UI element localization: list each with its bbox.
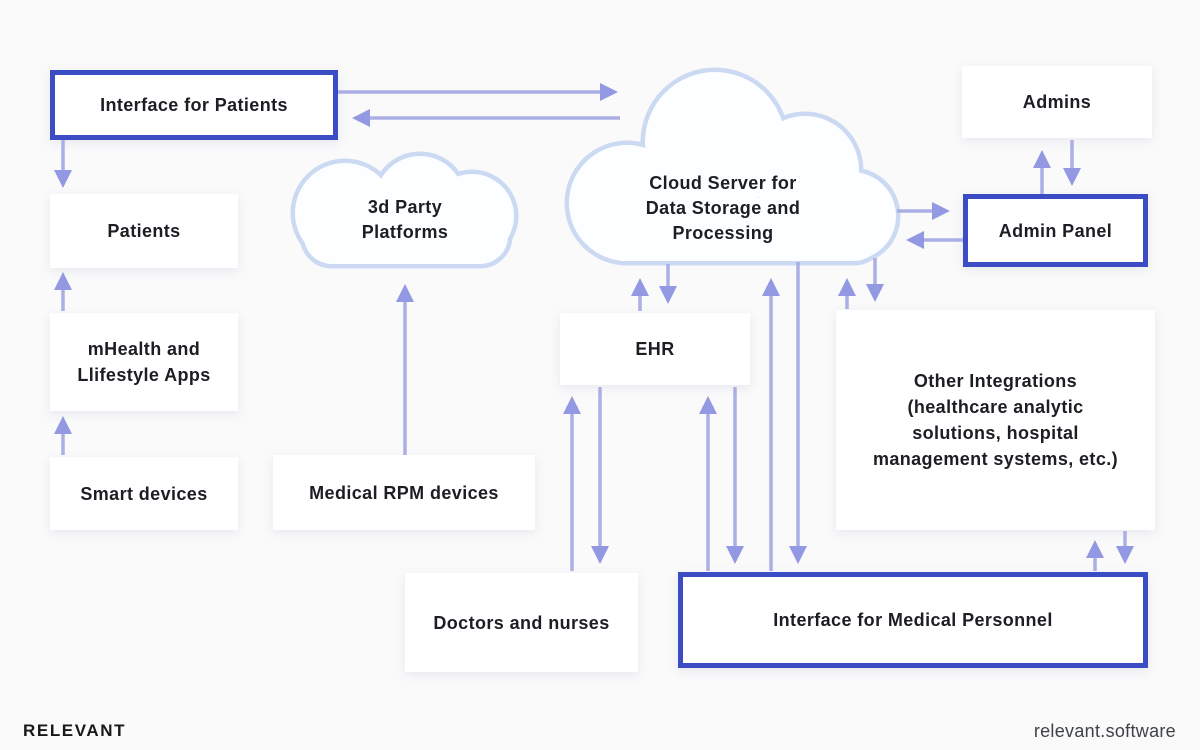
node-admins: Admins [962,66,1152,138]
arrow-doctors-to-ehr [563,396,581,571]
node-smart-devices: Smart devices [50,457,238,530]
arrow-admins-to-admin_panel [1063,140,1081,186]
arrow-admin_panel-to-admins [1033,150,1051,194]
arrow-ehr-to-cloud_server [631,278,649,311]
node-medical-rpm-devices: Medical RPM devices [273,455,535,530]
node-smart-devices-label: Smart devices [80,483,208,504]
node-other-integrations: Other Integrations (healthcare analytic … [836,310,1155,530]
node-admin-panel-label: Admin Panel [998,220,1113,241]
arrow-other_integrations-to-interface_medical [1116,531,1134,564]
node-medical-rpm-devices-label: Medical RPM devices [309,482,499,503]
node-patients-label: Patients [107,221,181,241]
node-mhealth-apps: mHealth and Llifestyle Apps [50,313,238,411]
node-ehr: EHR [560,313,750,385]
third-party-platforms-label: 3d Party Platforms [361,197,449,242]
node-interface-medical-personnel-label: Interface for Medical Personnel [773,610,1053,630]
relevant-logo: RELEVANT [23,721,127,740]
arrow-admin_panel-to-cloud_server [906,231,963,249]
node-ehr-label: EHR [635,339,675,359]
arrow-ehr-to-doctors [591,387,609,564]
node-other-integrations-label: Other Integrations (healthcare analytic … [872,371,1119,469]
arrow-cloud_server-to-interface_patients [352,109,620,127]
arrow-medical_rpm-to-third_party [396,284,414,455]
node-doctors-nurses-label: Doctors and nurses [433,612,610,633]
node-interface-patients: Interface for Patients [50,70,338,140]
arrow-cloud_server-to-interface_medical [789,262,807,564]
cloud-server-label: Cloud Server for Data Storage and Proces… [645,172,801,243]
arrow-interface_medical-to-cloud_server [762,278,780,571]
website-link[interactable]: relevant.software [1033,721,1176,741]
node-doctors-nurses: Doctors and nurses [405,573,638,672]
node-admin-panel: Admin Panel [963,194,1148,267]
node-admins-label: Admins [1022,92,1092,112]
arrow-cloud_server-to-admin_panel [897,202,950,220]
arrow-cloud_server-to-ehr [659,264,677,304]
node-interface-patients-label: Interface for Patients [100,95,288,115]
arrow-smart_devices-to-mhealth [54,416,72,455]
node-interface-medical-personnel: Interface for Medical Personnel [678,572,1148,668]
arrow-interface_patients-to-patients [54,140,72,188]
arrow-interface_patients-to-cloud_server [338,83,618,101]
arrow-mhealth-to-patients [54,272,72,311]
arrow-cloud_server-to-other_integrations [866,258,884,302]
node-mhealth-apps-label: mHealth and Llifestyle Apps [77,339,211,385]
arrow-interface_medical-to-ehr [699,396,717,571]
arrow-other_integrations-to-cloud_server [838,278,856,309]
arrow-ehr-to-interface_medical [726,387,744,564]
node-patients: Patients [50,194,238,268]
arrow-interface_medical-to-other_integrations [1086,540,1104,571]
